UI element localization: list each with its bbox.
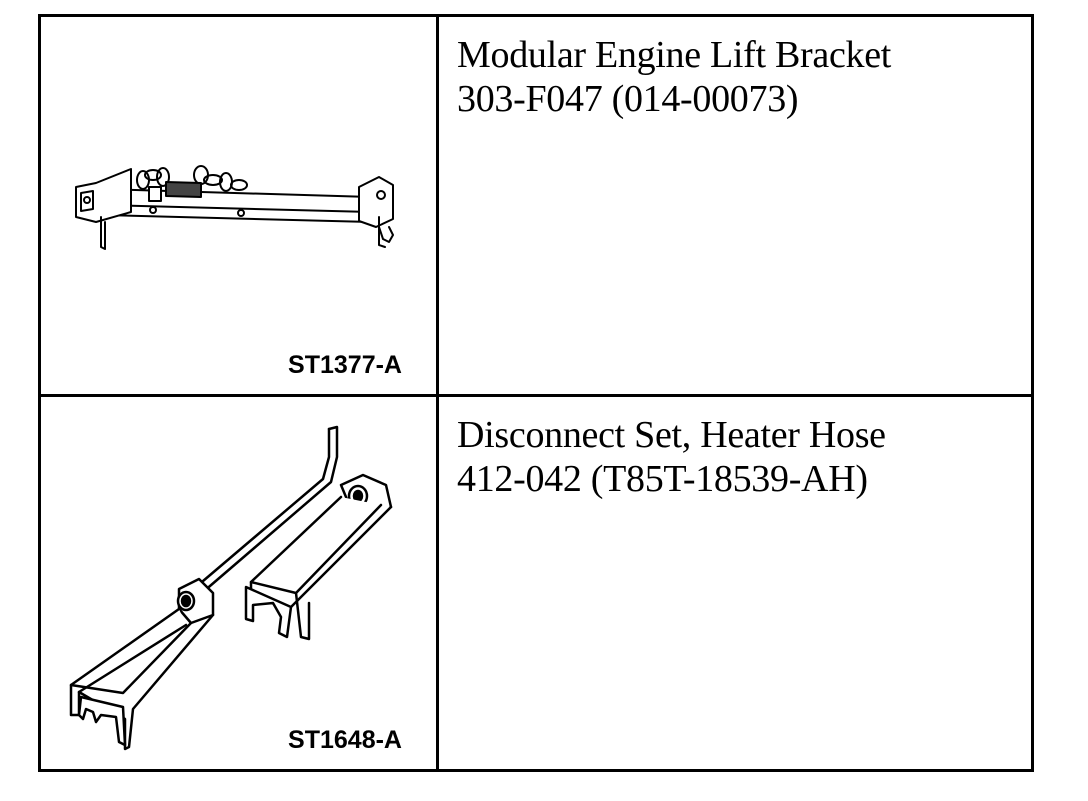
engine-lift-bracket-illustration [75, 165, 394, 250]
tool-name: Disconnect Set, Heater Hose [457, 414, 886, 456]
tool-number: 303-F047 (014-00073) [457, 78, 799, 120]
tool-description-cell: Disconnect Set, Heater Hose 412-042 (T85… [439, 397, 1031, 769]
tool-number: 412-042 (T85T-18539-AH) [457, 458, 868, 500]
tool-name: Modular Engine Lift Bracket [457, 34, 892, 76]
tool-illustration-cell: ST1648-A [41, 397, 439, 769]
figure-label: ST1648-A [288, 726, 402, 754]
tool-row: ST1377-A Modular Engine Lift Bracket 303… [41, 17, 1031, 397]
special-tools-table: ST1377-A Modular Engine Lift Bracket 303… [38, 14, 1034, 772]
figure-label: ST1377-A [288, 351, 402, 379]
heater-hose-disconnect-set-illustration [69, 425, 393, 751]
tool-illustration-cell: ST1377-A [41, 17, 439, 394]
tool-description-cell: Modular Engine Lift Bracket 303-F047 (01… [439, 17, 1031, 394]
tool-row: ST1648-A Disconnect Set, Heater Hose 412… [41, 397, 1031, 769]
